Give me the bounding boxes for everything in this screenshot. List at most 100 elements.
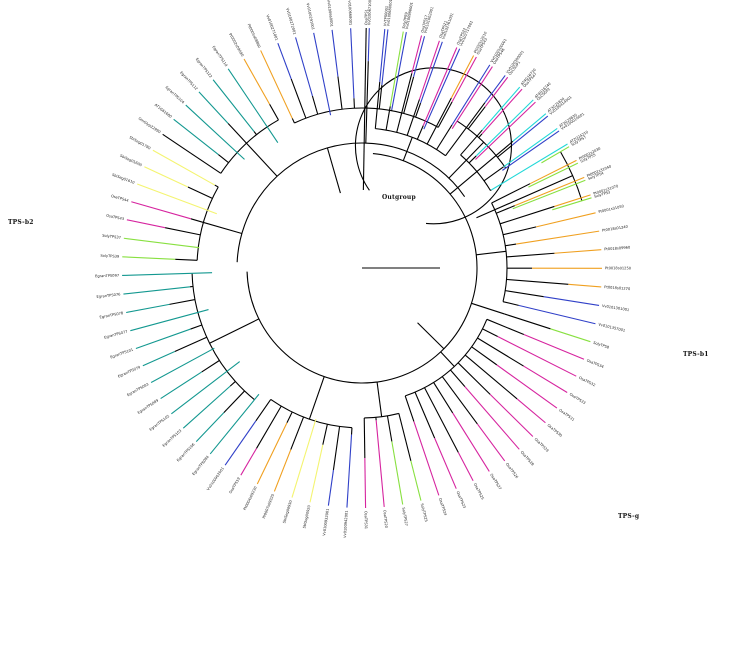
clade-stem [308, 376, 325, 420]
clade-stem [203, 221, 243, 235]
leaf-stem [504, 313, 551, 330]
leaf-stem [424, 387, 459, 453]
leaf-branch [198, 91, 229, 124]
leaf-label: OsaTPS31 [558, 408, 575, 422]
leaf-branch [434, 437, 457, 489]
clade-labels: TPS-b2 Outgroup TPS-b1 TPS-g [8, 194, 708, 520]
leaf-label: EgranTPS101 [110, 348, 134, 360]
leaf-branch [496, 364, 558, 409]
leaf-stem [505, 290, 544, 298]
leaf-branch [536, 212, 596, 228]
leaf-label: Pt0007s09320 [262, 493, 275, 519]
leaf-branch [327, 469, 334, 506]
leaf-branch [126, 303, 170, 314]
leaf-label: AT1G61680 [154, 103, 173, 120]
leaf-label: OsaTPS34 [586, 359, 605, 370]
leaf-label: OsaTPS44 [110, 194, 129, 203]
clade-label-tps-b2: TPS-b2 [8, 219, 34, 226]
inner-branch [326, 147, 341, 194]
leaf-branch [367, 28, 370, 62]
leaf-stem [486, 318, 525, 336]
leaf-stem [187, 186, 213, 199]
leaf-stem [403, 76, 415, 114]
leaf-branch [475, 101, 536, 160]
leaf-branch [260, 50, 293, 119]
leaf-label: SbiSeg01780 [129, 135, 152, 150]
leaf-stem [482, 328, 498, 338]
leaf-label: OsaTPS30 [546, 423, 563, 438]
leaf-stem [223, 390, 245, 414]
leaf-stem [311, 95, 319, 115]
root-arc [354, 67, 512, 225]
leaf-stem [398, 413, 412, 462]
leaf-label: Pt0018s01240 [602, 225, 629, 233]
leaf-stem [363, 417, 366, 458]
leaf-stem [433, 382, 454, 414]
tree-branches [164, 33, 573, 471]
clade-stem [440, 351, 455, 367]
leaf-branch [171, 361, 241, 415]
clade-stem [449, 171, 478, 195]
leaf-branch [364, 457, 367, 508]
leaf-branch [122, 272, 213, 277]
clade-stem [476, 175, 573, 219]
leaf-branch [309, 444, 324, 503]
clade-stem [376, 381, 383, 417]
leaf-branch [523, 365, 568, 393]
leaf-branch [554, 194, 591, 207]
leaf-branch [552, 197, 592, 211]
leaf-label: OsaTPS28 [520, 450, 535, 467]
leaf-stem [506, 278, 569, 285]
leaf-label: EgranTPS079 [117, 365, 141, 379]
leaf-branch [568, 283, 602, 288]
leaf-label: Vv0101002001 [423, 6, 434, 34]
leaf-branch [502, 130, 560, 171]
clade-label-outgroup: Outgroup [382, 194, 416, 201]
clade-arc [191, 273, 255, 401]
leaf-stem [385, 106, 391, 131]
leaf-stem [445, 102, 486, 156]
leaf-stem [253, 131, 257, 136]
leaf-stem [476, 140, 514, 172]
leaf-label: EgranTPS106 [176, 442, 196, 463]
leaf-stem [464, 354, 518, 400]
leaf-stem [386, 415, 393, 442]
leaf-branch [481, 86, 521, 131]
leaf-stem [290, 78, 307, 119]
leaf-label: Pt0005s08860 [247, 23, 262, 49]
leaf-stem [490, 189, 492, 191]
leaf-stem [164, 227, 201, 236]
leaf-label: Pt0001s31070 [593, 184, 620, 196]
leaf-branch [475, 99, 534, 157]
leaf-stem [201, 360, 220, 373]
leaf-branch [550, 328, 591, 343]
leaf-branch [135, 328, 191, 350]
leaf-label: SolyTPS39 [100, 254, 120, 259]
leaf-label: Vv0100986001 [405, 2, 414, 30]
leaf-stem [378, 85, 383, 109]
leaf-branch [451, 56, 477, 103]
leaf-branch [411, 35, 423, 74]
leaf-branch [375, 420, 385, 508]
leaf-branch [122, 256, 176, 260]
leaf-branch [391, 32, 407, 110]
leaf-stem [366, 61, 369, 109]
leaf-stem [175, 258, 198, 261]
leaf-branch [131, 201, 192, 220]
leaf-stem [496, 205, 515, 214]
leaf-branch [503, 127, 558, 168]
leaf-label: SolyTPS7 [571, 135, 587, 147]
leaf-label: EgranTPS112 [179, 71, 198, 91]
leaf-branch [420, 41, 443, 104]
leaf-stem [502, 301, 519, 306]
clade-stem [365, 108, 368, 144]
leaf-label: Vv0100668001 [347, 0, 352, 25]
leaf-branch [209, 393, 260, 455]
leaf-branch [195, 412, 225, 442]
leaf-branch [422, 47, 458, 126]
leaf-stem [450, 369, 466, 387]
leaf-branch [142, 351, 176, 367]
